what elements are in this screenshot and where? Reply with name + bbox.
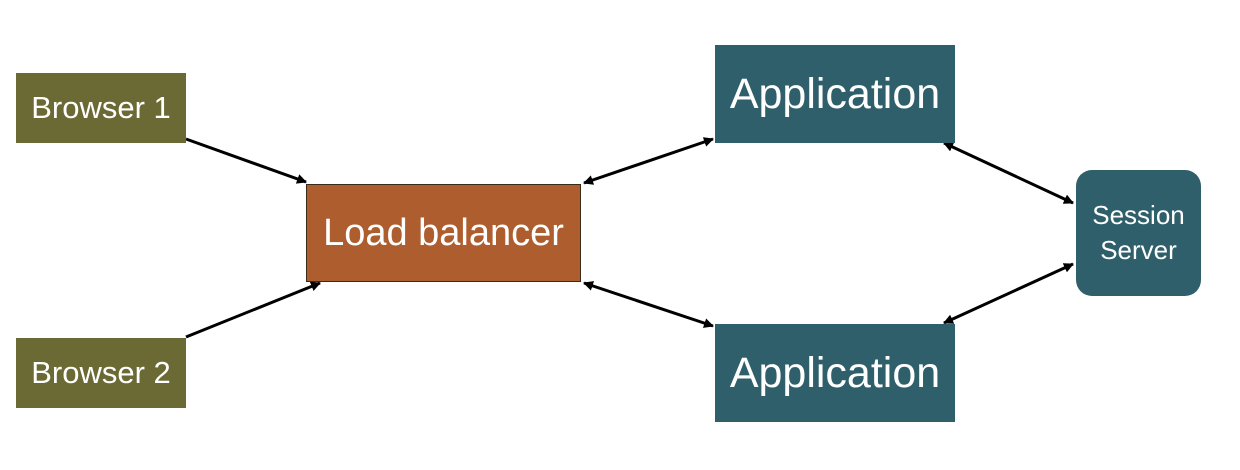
browser-1-label: Browser 1 [31, 90, 171, 125]
edge-application2-session-server [943, 262, 1074, 325]
edge-load-balancer-application2 [583, 281, 714, 328]
edge-application1-session-server [943, 141, 1074, 205]
edge-load-balancer-application1 [583, 137, 714, 185]
application-1-label: Application [729, 69, 941, 118]
load-balancer-node: Load balancer [306, 184, 581, 282]
session-server-node: Session Server [1076, 170, 1201, 296]
session-server-label-line1: Session [1092, 199, 1185, 230]
application-2-label: Application [729, 348, 941, 397]
browser-2-label: Browser 2 [31, 355, 171, 390]
session-server-label-line2: Server [1100, 235, 1177, 265]
application-1-node: Application [715, 45, 955, 143]
browser-1-node: Browser 1 [16, 73, 186, 143]
load-balancer-label: Load balancer [323, 211, 564, 254]
application-2-node: Application [715, 324, 955, 422]
edge-browser1-to-load-balancer [185, 137, 307, 184]
edge-browser2-to-load-balancer [185, 281, 321, 339]
browser-2-node: Browser 2 [16, 338, 186, 408]
